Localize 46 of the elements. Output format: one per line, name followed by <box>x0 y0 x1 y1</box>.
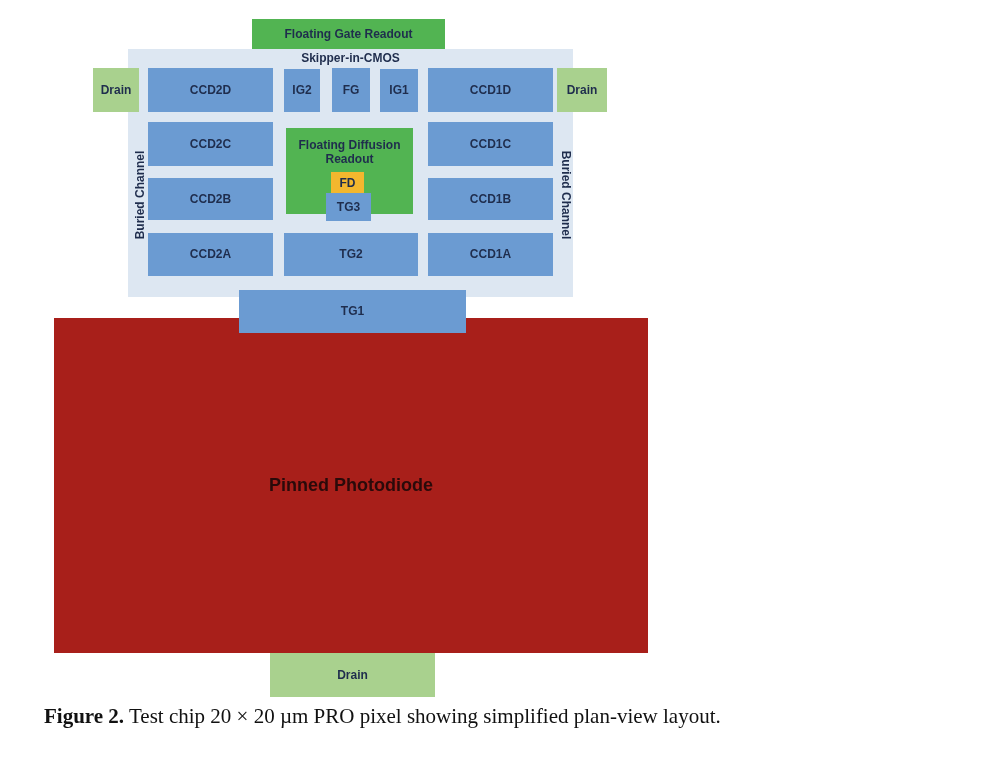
gate-block <box>428 68 553 112</box>
block-label: CCD1D <box>469 82 512 98</box>
block-label: Drain <box>337 667 368 683</box>
readout-block <box>286 128 413 214</box>
block-label: CCD2D <box>189 82 232 98</box>
side-label: Buried Channel <box>558 150 573 240</box>
block-label: Floating Gate Readout <box>284 26 413 42</box>
block-label: FD <box>339 175 356 191</box>
gate-block <box>428 178 553 220</box>
block-label: CCD2B <box>189 191 232 207</box>
gate-block <box>239 290 466 333</box>
gate-block <box>148 122 273 166</box>
side-label: Buried Channel <box>132 150 147 240</box>
block-label: TG1 <box>340 304 365 319</box>
drain-block <box>93 68 139 112</box>
drain-block <box>557 68 607 112</box>
gate-block <box>148 233 273 276</box>
block-label: Pinned Photodiode <box>269 474 433 497</box>
gate-block <box>428 122 553 166</box>
block-label: IG1 <box>389 83 409 98</box>
photodiode-region <box>54 318 648 653</box>
gate-block <box>428 233 553 276</box>
readout-block <box>252 19 445 49</box>
block-label: IG2 <box>292 83 312 98</box>
block-label: Drain <box>566 82 598 98</box>
block-label: TG3 <box>336 199 361 215</box>
gate-block <box>284 69 320 112</box>
block-label: CCD2C <box>189 136 232 152</box>
figure-caption: Figure 2. Test chip 20 × 20 µm PRO pixel showing simplified plan-view layout. <box>44 704 721 729</box>
block-label: CCD1A <box>469 247 512 262</box>
drain-block <box>270 653 435 697</box>
gate-block <box>326 193 371 221</box>
block-label: TG2 <box>339 247 363 262</box>
gate-block <box>148 178 273 220</box>
block-label: CCD1B <box>469 191 512 207</box>
block-label: CCD2A <box>189 247 232 262</box>
gate-block <box>284 233 418 276</box>
diffusion-block <box>331 172 364 194</box>
block-label: FG <box>342 82 360 98</box>
gate-block <box>380 69 418 112</box>
panel-title: Skipper-in-CMOS <box>301 51 400 66</box>
block-label: Drain <box>100 82 132 98</box>
gate-block <box>148 68 273 112</box>
gate-block <box>332 68 370 112</box>
block-label: Floating Diffusion Readout <box>297 138 402 167</box>
block-label: CCD1C <box>469 136 512 152</box>
